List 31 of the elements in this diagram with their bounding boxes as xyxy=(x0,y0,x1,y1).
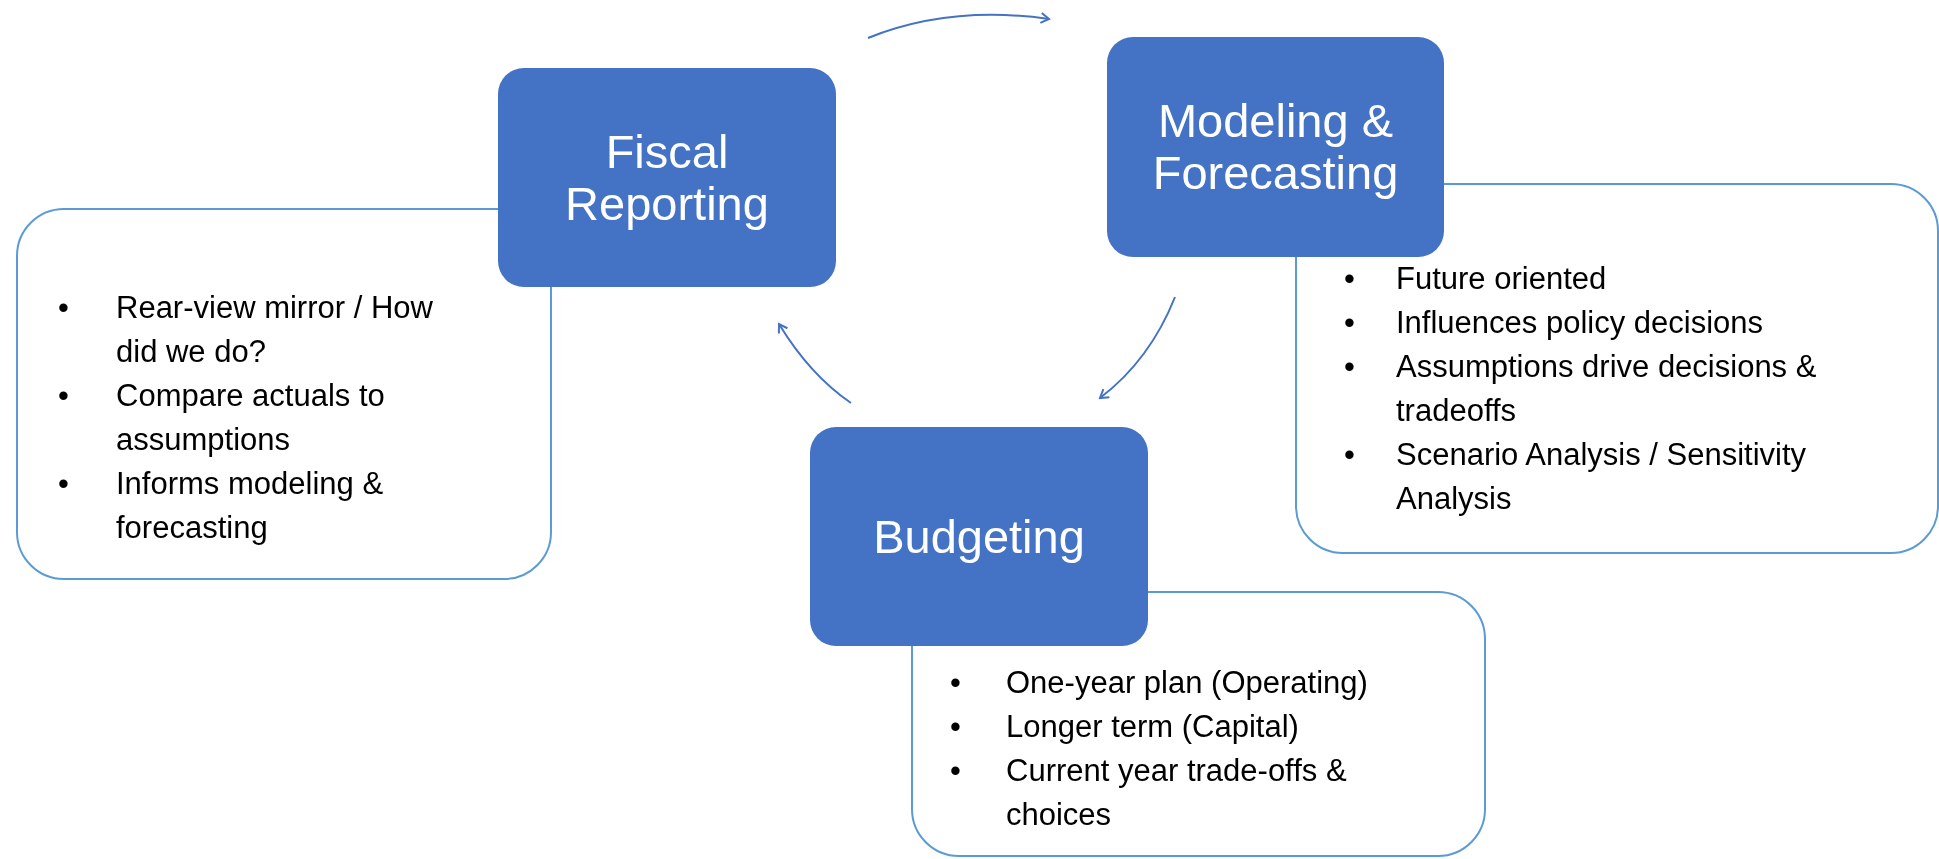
process-box xyxy=(498,68,836,287)
bullet-marker: • xyxy=(950,708,961,746)
bullet-marker: • xyxy=(58,289,69,327)
bullet-text: Informs modeling & forecasting xyxy=(116,465,385,547)
bullet-marker: • xyxy=(1344,436,1355,474)
bullet-text: Assumptions drive decisions & tradeoffs xyxy=(1396,348,1818,430)
bullet-marker: • xyxy=(950,752,961,790)
bullet-marker: • xyxy=(950,664,961,702)
bullet-text: Rear-view mirror / How did we do? xyxy=(116,289,434,371)
step-title: Modeling & Forecasting xyxy=(1151,95,1400,199)
process-box xyxy=(810,427,1148,646)
bullet-text: Compare actuals to assumptions xyxy=(116,377,386,459)
bullet-text: Longer term (Capital) xyxy=(1006,708,1300,746)
step-title: Budgeting xyxy=(873,510,1085,563)
bullet-text: Influences policy decisions xyxy=(1396,304,1765,342)
bullet-marker: • xyxy=(58,465,69,503)
bullet-marker: • xyxy=(58,377,69,415)
process-box xyxy=(1107,37,1444,257)
bullet-text: Scenario Analysis / Sensitivity Analysis xyxy=(1396,436,1808,518)
curved-arrow xyxy=(867,12,1050,39)
bullet-marker: • xyxy=(1344,304,1355,342)
bullet-panel xyxy=(911,591,1486,857)
curved-arrow xyxy=(778,323,852,404)
bullet-text: Current year trade-offs & choices xyxy=(1006,752,1348,834)
bullet-text: Future oriented xyxy=(1396,260,1608,298)
step-title: Fiscal Reporting xyxy=(564,125,770,230)
bullet-text: One-year plan (Operating) xyxy=(1006,664,1369,702)
curved-arrow xyxy=(1099,296,1176,399)
bullet-marker: • xyxy=(1344,260,1355,298)
bullet-panel xyxy=(16,208,552,580)
bullet-marker: • xyxy=(1344,348,1355,386)
